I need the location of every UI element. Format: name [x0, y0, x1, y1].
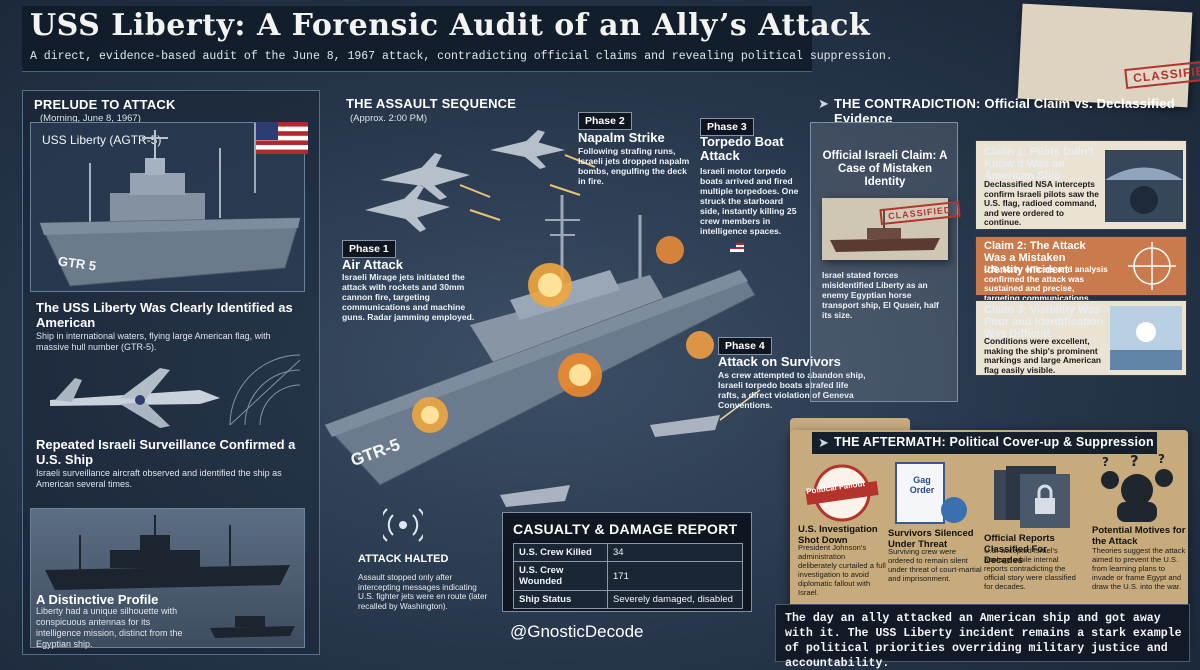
phase-2-tag: Phase 2 — [578, 112, 632, 130]
row-value: 34 — [607, 543, 743, 562]
question-icon: ? ? ? — [1101, 452, 1173, 522]
claim-1-title: Claim 1: Pilots Didn't Know It Was an Am… — [984, 146, 1094, 182]
radio-signal-icon — [383, 508, 423, 542]
aftermath-3-title: Official Reports Classified For Decades — [984, 533, 1055, 566]
explosion-icon — [412, 236, 714, 433]
jet-icon — [50, 368, 220, 428]
jet-icon — [365, 130, 565, 232]
crosshair-icon — [1128, 242, 1176, 290]
gag-order-icon — [895, 462, 967, 524]
claim-3-title: Claim 3: Visibility Was Poor and Identif… — [984, 304, 1104, 340]
ship-label: USS Liberty (AGTR-5) — [42, 133, 162, 147]
credit-handle: @GnosticDecode — [510, 622, 644, 641]
assault-time: (Approx. 2:00 PM) — [350, 113, 428, 124]
profile-body: Liberty had a unique silhouette with con… — [36, 606, 183, 649]
claim-2-title: Claim 2: The Attack Was a Mistaken Ident… — [984, 240, 1086, 276]
row-label: U.S. Crew Killed — [513, 543, 608, 562]
identified-body: Ship in international waters, flying lar… — [36, 331, 271, 352]
aftermath-heading-bar — [812, 432, 1157, 454]
aftermath-3-body: U.S. accepted Israel's apology, while in… — [984, 546, 1076, 591]
liberty-ship-illustration — [39, 122, 308, 287]
aftermath-4-title: Potential Motives for the Attack — [1092, 525, 1186, 547]
sun-icon — [1110, 306, 1182, 370]
halted-title: ATTACK HALTED — [358, 553, 449, 565]
svg-text:?: ? — [1158, 452, 1165, 466]
aftermath-heading: THE AFTERMATH: Political Cover-up & Supp… — [834, 435, 1154, 449]
official-claim-body: Israel stated forces misidentified Liber… — [822, 270, 939, 320]
prelude-heading: PRELUDE TO ATTACK — [34, 97, 176, 112]
gag-order-label: Gag Order — [909, 475, 935, 495]
svg-text:?: ? — [1102, 455, 1109, 469]
aftermath-arrow: ➤ — [818, 435, 829, 450]
surveillance-body: Israeli surveillance aircraft observed a… — [36, 468, 282, 489]
svg-text:?: ? — [1130, 452, 1139, 470]
claim-1-body: Declassified NSA intercepts confirm Isra… — [984, 179, 1099, 227]
aftermath-4-body: Theories suggest the attack aimed to pre… — [1092, 546, 1186, 591]
us-flag-icon — [256, 122, 308, 154]
lock-icon — [1035, 484, 1055, 514]
phase-3-body: Israeli motor torpedo boats arrived and … — [700, 166, 799, 236]
contradiction-arrow: ➤ — [818, 96, 829, 111]
phase-2-title: Napalm Strike — [578, 130, 665, 145]
row-label: U.S. Crew Wounded — [513, 561, 608, 591]
prelude-time: (Morning, June 8, 1967) — [40, 113, 141, 124]
official-claim-panel — [810, 122, 958, 402]
table-row: U.S. Crew Wounded 171 — [513, 561, 743, 591]
surveillance-illustration — [50, 354, 301, 428]
halted-body: Assault stopped only after intercepting … — [358, 573, 488, 611]
table-row: U.S. Crew Killed 34 — [513, 543, 743, 562]
page-title: USS Liberty: A Forensic Audit of an Ally… — [30, 8, 871, 43]
phase-1-tag: Phase 1 — [342, 240, 396, 258]
stamp-icon — [805, 464, 879, 522]
silhouette-illustration — [45, 515, 295, 638]
folder-icon — [994, 466, 1070, 528]
main-ship-illustration — [324, 130, 761, 507]
banner-text: The day an ally attacked an American shi… — [785, 612, 1182, 670]
classified-document — [1017, 3, 1193, 108]
casualty-table: U.S. Crew Killed 34 U.S. Crew Wounded 17… — [513, 543, 743, 609]
table-row: Ship Status Severely damaged, disabled — [513, 590, 743, 609]
official-claim-title: Official Israeli Claim: A Case of Mistak… — [822, 150, 948, 188]
radar-icon — [229, 354, 301, 426]
row-value: Severely damaged, disabled — [607, 590, 743, 609]
cockpit-icon — [1105, 150, 1183, 222]
page-subtitle: A direct, evidence-based audit of the Ju… — [30, 50, 893, 63]
phase-4-body: As crew attempted to abandon ship, Israe… — [718, 370, 866, 410]
phase-3-tag: Phase 3 — [700, 118, 754, 136]
phase-3-title: Torpedo Boat Attack — [700, 134, 784, 163]
surveillance-title: Repeated Israeli Surveillance Confirmed … — [36, 437, 296, 467]
us-flag-icon — [730, 243, 744, 252]
phase-1-body: Israeli Mirage jets initiated the attack… — [342, 272, 475, 322]
claim-3-body: Conditions were excellent, making the sh… — [984, 336, 1101, 375]
identified-title: The USS Liberty Was Clearly Identified a… — [36, 300, 293, 330]
bottom-banner — [775, 604, 1190, 662]
phase-1-title: Air Attack — [342, 257, 403, 272]
egyptian-ship-photo — [822, 198, 948, 260]
aftermath-1-body: President Johnson's administration delib… — [798, 543, 886, 597]
aftermath-2-title: Survivors Silenced Under Threat — [888, 528, 974, 550]
phase-2-body: Following strafing runs, Israeli jets dr… — [578, 146, 690, 186]
casualty-report: CASUALTY & DAMAGE REPORT U.S. Crew Kille… — [502, 512, 752, 612]
casualty-heading: CASUALTY & DAMAGE REPORT — [513, 521, 738, 537]
assault-heading: THE ASSAULT SEQUENCE — [346, 96, 517, 111]
phase-4-tag: Phase 4 — [718, 337, 772, 355]
profile-title: A Distinctive Profile — [36, 592, 159, 607]
row-value: 171 — [607, 561, 743, 591]
row-label: Ship Status — [513, 590, 608, 609]
aftermath-2-body: Surviving crew were ordered to remain si… — [888, 547, 982, 583]
aftermath-1-title: U.S. Investigation Shot Down — [798, 524, 878, 546]
title-bar — [22, 6, 812, 72]
